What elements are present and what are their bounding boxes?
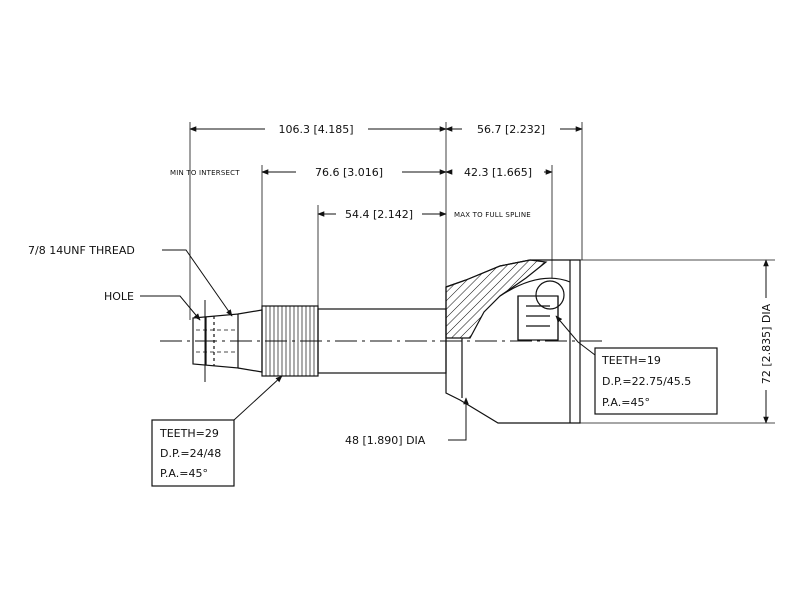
thread-callout: 7/8 14UNF THREAD bbox=[28, 244, 135, 257]
inner-dia-dim: 48 [1.890] DIA bbox=[345, 434, 426, 447]
full-spline-dim: 54.4 [2.142] bbox=[345, 208, 413, 221]
head-teeth: TEETH=19 bbox=[601, 354, 661, 367]
overall-length-dim: 106.3 [4.185] bbox=[278, 123, 353, 136]
head-pa: P.A.=45° bbox=[602, 396, 650, 409]
head-offset-dim: 42.3 [1.665] bbox=[464, 166, 532, 179]
cv-head bbox=[445, 259, 581, 424]
dimension-lines bbox=[189, 126, 769, 424]
shaft-spec-box bbox=[151, 419, 235, 487]
shaft-dp: D.P.=24/48 bbox=[160, 447, 221, 460]
hole-callout: HOLE bbox=[104, 290, 134, 303]
head-spec-box bbox=[594, 347, 718, 415]
outer-dia-dim: 72 [2.835] DIA bbox=[760, 303, 773, 384]
min-to-intersect-label: MIN TO INTERSECT bbox=[170, 169, 240, 177]
min-to-intersect-dim: 76.6 [3.016] bbox=[315, 166, 383, 179]
shaft-pa: P.A.=45° bbox=[160, 467, 208, 480]
max-to-full-spline-label: MAX TO FULL SPLINE bbox=[454, 211, 531, 219]
head-dp: D.P.=22.75/45.5 bbox=[602, 375, 691, 388]
head-length-dim: 56.7 [2.232] bbox=[477, 123, 545, 136]
leader-lines bbox=[140, 249, 596, 441]
shaft-teeth: TEETH=29 bbox=[159, 427, 219, 440]
extension-lines bbox=[189, 122, 775, 424]
threaded-tip bbox=[192, 300, 239, 382]
